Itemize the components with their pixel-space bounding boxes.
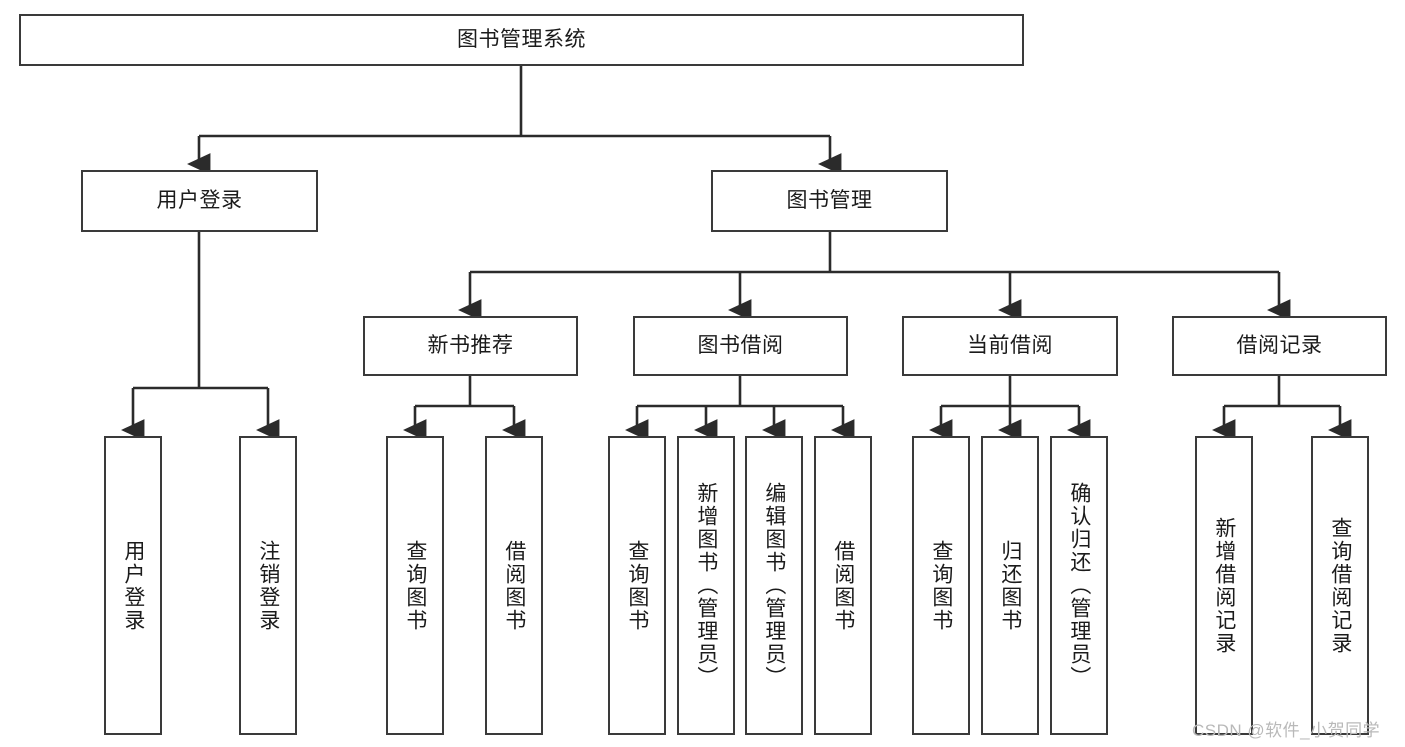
- node-leaf-return-book-label: 归还图书: [998, 539, 1022, 632]
- csdn-watermark: CSDN @软件_小贺同学: [1192, 721, 1381, 740]
- node-leaf-query-book-2-label: 查询图书: [625, 539, 649, 632]
- node-user-login-label: 用户登录: [156, 188, 243, 212]
- node-book-manage-label: 图书管理: [786, 188, 873, 212]
- node-leaf-borrow-book-1-label: 借阅图书: [502, 539, 526, 632]
- node-leaf-query-book-3[interactable]: 查询图书: [912, 436, 970, 735]
- node-leaf-edit-book-label: 编辑图书（管理员）: [762, 482, 786, 689]
- node-leaf-return-book[interactable]: 归还图书: [981, 436, 1039, 735]
- node-leaf-user-logout-label: 注销登录: [256, 539, 280, 632]
- node-root-label: 图书管理系统: [457, 27, 586, 51]
- node-leaf-add-record-label: 新增借阅记录: [1212, 516, 1236, 655]
- node-leaf-user-login[interactable]: 用户登录: [104, 436, 162, 735]
- node-leaf-query-record-label: 查询借阅记录: [1328, 516, 1352, 655]
- node-leaf-query-record[interactable]: 查询借阅记录: [1311, 436, 1369, 735]
- node-leaf-confirm-return[interactable]: 确认归还（管理员）: [1050, 436, 1108, 735]
- node-leaf-borrow-book-2[interactable]: 借阅图书: [814, 436, 872, 735]
- node-book-manage[interactable]: 图书管理: [711, 170, 948, 232]
- node-leaf-user-logout[interactable]: 注销登录: [239, 436, 297, 735]
- node-borrow-record[interactable]: 借阅记录: [1172, 316, 1387, 376]
- node-leaf-query-book-1-label: 查询图书: [403, 539, 427, 632]
- node-leaf-add-book[interactable]: 新增图书（管理员）: [677, 436, 735, 735]
- node-leaf-confirm-return-label: 确认归还（管理员）: [1067, 482, 1091, 689]
- node-new-book-recommend-label: 新书推荐: [427, 333, 514, 357]
- node-leaf-borrow-book-1[interactable]: 借阅图书: [485, 436, 543, 735]
- node-leaf-user-login-label: 用户登录: [121, 539, 145, 632]
- node-current-borrow[interactable]: 当前借阅: [902, 316, 1118, 376]
- node-leaf-edit-book[interactable]: 编辑图书（管理员）: [745, 436, 803, 735]
- node-new-book-recommend[interactable]: 新书推荐: [363, 316, 578, 376]
- node-leaf-query-book-3-label: 查询图书: [929, 539, 953, 632]
- node-user-login[interactable]: 用户登录: [81, 170, 318, 232]
- node-book-borrow[interactable]: 图书借阅: [633, 316, 848, 376]
- node-current-borrow-label: 当前借阅: [967, 333, 1053, 357]
- node-borrow-record-label: 借阅记录: [1236, 333, 1323, 357]
- node-leaf-add-book-label: 新增图书（管理员）: [694, 482, 718, 689]
- node-book-borrow-label: 图书借阅: [697, 333, 784, 357]
- node-leaf-add-record[interactable]: 新增借阅记录: [1195, 436, 1253, 735]
- node-leaf-query-book-1[interactable]: 查询图书: [386, 436, 444, 735]
- node-root[interactable]: 图书管理系统: [19, 14, 1024, 66]
- node-leaf-borrow-book-2-label: 借阅图书: [831, 539, 855, 632]
- node-leaf-query-book-2[interactable]: 查询图书: [608, 436, 666, 735]
